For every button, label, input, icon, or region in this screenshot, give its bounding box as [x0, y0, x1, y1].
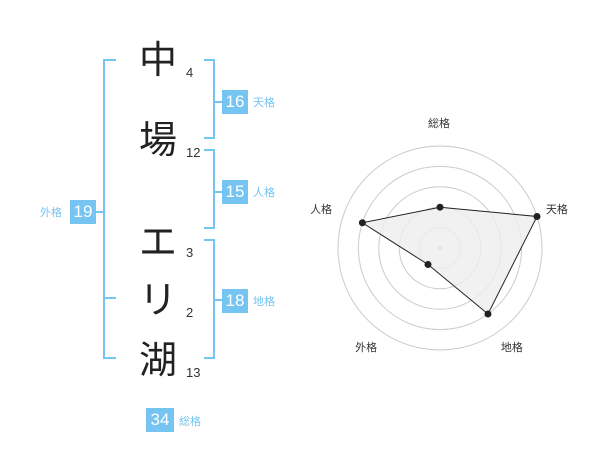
- radar-point-4: [424, 261, 432, 269]
- jinkaku-score: 15: [222, 180, 248, 204]
- jinkaku-bracket: [204, 149, 215, 229]
- chikaku-label: 地格: [253, 295, 275, 308]
- stroke-count-1: 4: [186, 65, 194, 80]
- name-char-1: 中: [138, 38, 177, 82]
- stroke-count-3: 3: [186, 245, 194, 260]
- name-char-5: 湖: [138, 338, 177, 382]
- stroke-count-5: 13: [186, 365, 201, 380]
- chikaku-score: 18: [222, 289, 248, 313]
- jinkaku-label: 人格: [253, 186, 275, 199]
- soukaku-score: 34: [146, 408, 174, 432]
- gaikaku-score: 19: [70, 200, 96, 224]
- radar-point-3: [484, 310, 492, 318]
- tenkaku-bracket: [204, 59, 215, 139]
- radar-point-5: [358, 219, 366, 227]
- radar-point-2: [533, 212, 541, 220]
- radar-grid-ring: [337, 145, 543, 351]
- gaikaku-bracket: [103, 59, 116, 359]
- radar-axis-label-3: 地格: [500, 341, 523, 355]
- radar-axis-label-5: 人格: [310, 202, 333, 216]
- soukaku-label: 総格: [179, 415, 201, 428]
- tenkaku-score: 16: [222, 90, 248, 114]
- stroke-count-2: 12: [186, 145, 201, 160]
- radar-axis-label-4: 外格: [355, 341, 378, 355]
- radar-axis-label-2: 天格: [545, 202, 568, 216]
- radar-point-1: [436, 203, 444, 211]
- radar-series-area: [361, 206, 538, 315]
- name-char-2: 場: [138, 118, 177, 162]
- name-char-3: エ: [138, 220, 177, 264]
- stroke-count-4: 2: [186, 305, 194, 320]
- gaikaku-label: 外格: [40, 206, 62, 219]
- name-char-4: リ: [138, 278, 177, 322]
- radar-axis-label-1: 総格: [428, 117, 450, 130]
- tenkaku-label: 天格: [253, 96, 275, 109]
